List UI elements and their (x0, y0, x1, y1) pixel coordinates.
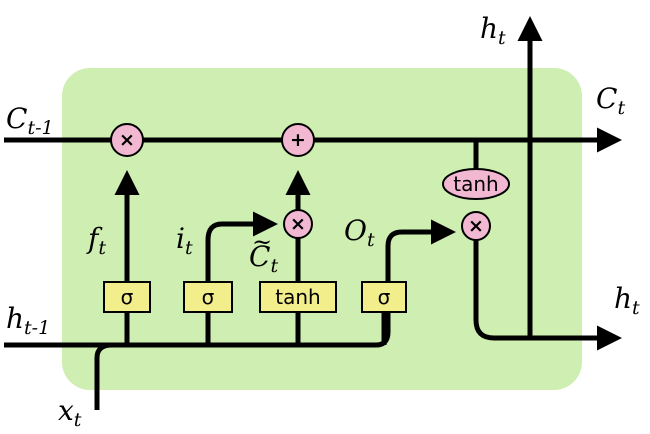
cell-add-op: + (281, 123, 315, 157)
hidden-prev-label: ht-1 (6, 302, 50, 339)
output-tanh-op: tanh (442, 168, 510, 200)
hidden-output-top-label: ht (480, 12, 506, 49)
output-tanh-label: tanh (453, 172, 498, 196)
input-sigma-label: σ (202, 285, 215, 309)
input-gate-wire (205, 211, 278, 345)
input-sigma-gate: σ (183, 281, 233, 313)
cell-state-next-label: Ct (596, 82, 625, 119)
cell-background (62, 68, 582, 390)
x-input-line (94, 342, 113, 410)
input-multiply-op: × (283, 209, 313, 239)
input-multiply-symbol: × (290, 213, 306, 235)
output-multiply-symbol: × (468, 215, 484, 237)
cell-add-symbol: + (290, 129, 306, 151)
cell-state-prev-label: Ct-1 (6, 102, 54, 139)
candidate-tanh-gate: tanh (259, 281, 337, 313)
forget-multiply-symbol: × (119, 129, 135, 151)
output-sigma-gate: σ (361, 281, 407, 313)
candidate-tanh-label: tanh (275, 285, 320, 309)
hidden-output-right-label: ht (614, 282, 640, 319)
forget-multiply-op: × (110, 123, 144, 157)
x-input-label: xt (58, 394, 82, 431)
candidate-tilde: ~ (252, 228, 272, 256)
output-multiply-op: × (461, 211, 491, 241)
hidden-output-path (473, 240, 622, 351)
forget-sigma-gate: σ (103, 281, 151, 313)
input-gate-label: it (176, 222, 193, 259)
candidate-label: Ct (249, 240, 278, 277)
output-gate-label: Ot (344, 214, 375, 251)
output-sigma-label: σ (378, 285, 391, 309)
forget-sigma-label: σ (121, 285, 134, 309)
